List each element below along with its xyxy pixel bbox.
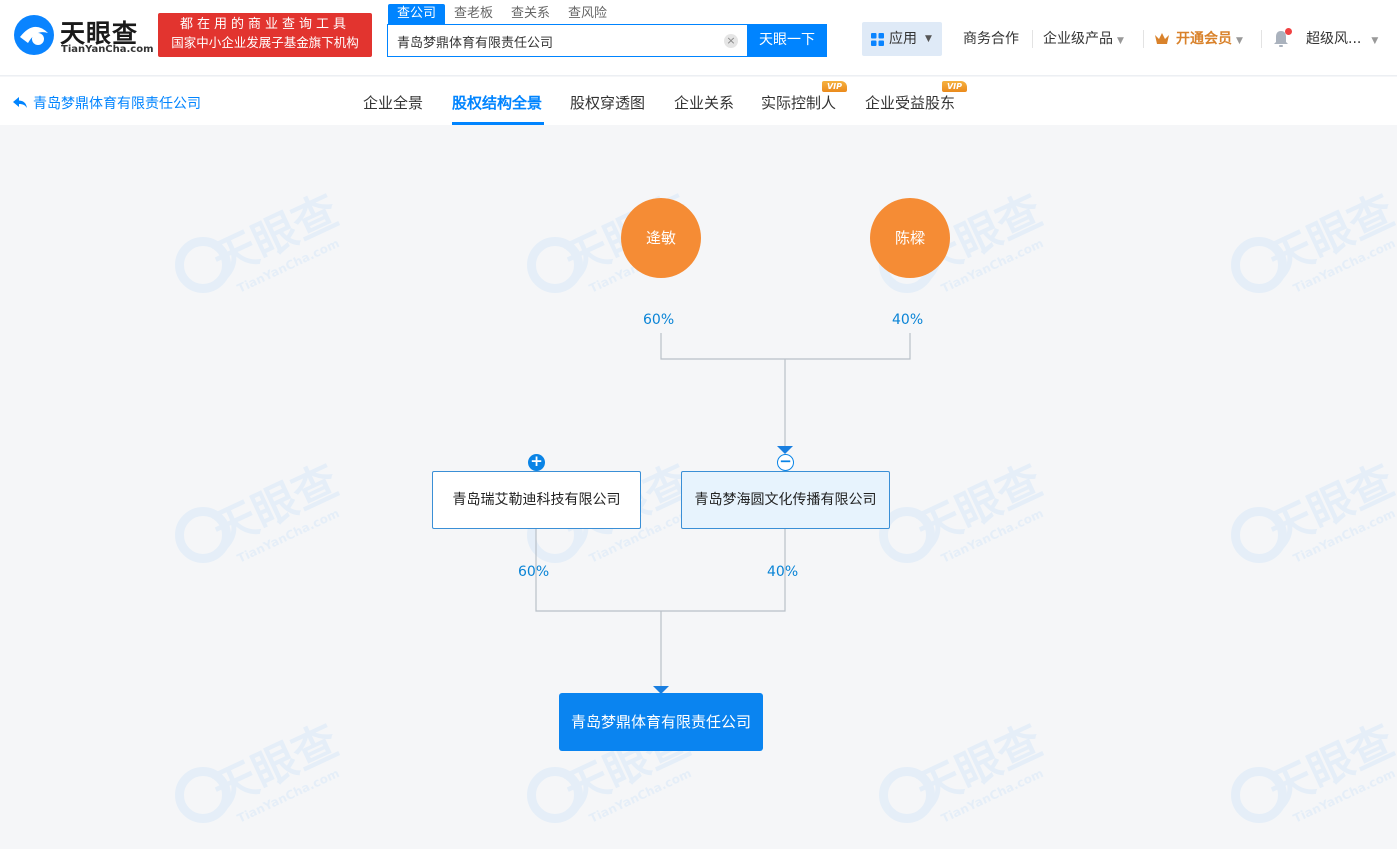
share-percentage: 40%	[892, 312, 924, 328]
shareholder-company[interactable]: 青岛瑞艾勒迪科技有限公司	[432, 471, 641, 529]
search-type-tabs: 查公司 查老板 查关系 查风险	[388, 4, 616, 24]
divider	[1032, 30, 1033, 48]
chevron-down-icon: ▼	[925, 34, 932, 44]
tab-search-relation[interactable]: 查关系	[511, 6, 551, 21]
slogan-line-2: 国家中小企业发展子基金旗下机构	[171, 35, 359, 50]
logo-text: 天眼查	[60, 19, 139, 48]
share-percentage: 60%	[643, 312, 675, 328]
open-vip-button[interactable]: 开通会员 ▼	[1176, 30, 1243, 50]
shareholder-company[interactable]: 青岛梦海圆文化传播有限公司	[681, 471, 890, 529]
search-button[interactable]: 天眼一下	[747, 24, 827, 57]
crown-icon	[1155, 33, 1169, 44]
connector-lines	[535, 333, 911, 694]
logo-eye-icon	[14, 15, 54, 55]
notification-dot	[1285, 28, 1292, 35]
tab-actual-controller[interactable]: 实际控制人	[761, 94, 837, 112]
tab-equity-structure[interactable]: 股权结构全景	[452, 94, 543, 112]
tab-search-boss[interactable]: 查老板	[454, 6, 494, 21]
share-percentage: 60%	[518, 564, 550, 580]
active-tab-indicator	[452, 122, 544, 125]
target-company[interactable]: 青岛梦鼎体育有限责任公司	[559, 693, 763, 751]
sub-navigation: 青岛梦鼎体育有限责任公司 企业全景 股权结构全景 股权穿透图 企业关系 实际控制…	[0, 77, 1397, 125]
user-menu[interactable]: 超级风... ▼	[1306, 30, 1378, 50]
collapse-icon[interactable]: −	[777, 454, 794, 471]
tab-enterprise-relations[interactable]: 企业关系	[674, 94, 735, 112]
tab-enterprise-overview[interactable]: 企业全景	[363, 94, 424, 112]
clear-icon[interactable]: ×	[724, 34, 738, 48]
logo[interactable]: 天眼查 TianYanCha.com	[12, 13, 154, 59]
tab-beneficial-owners[interactable]: 企业受益股东	[865, 94, 956, 112]
back-link[interactable]: 青岛梦鼎体育有限责任公司	[13, 93, 201, 113]
divider	[1143, 30, 1144, 48]
tab-search-company[interactable]: 查公司	[388, 4, 446, 24]
shareholder-person[interactable]: 逄敏	[621, 198, 701, 278]
nav-enterprise-products[interactable]: 企业级产品 ▼	[1043, 30, 1124, 50]
shareholder-person[interactable]: 陈樑	[870, 198, 950, 278]
tab-search-risk[interactable]: 查风险	[568, 6, 608, 21]
apps-label: 应用	[889, 31, 917, 47]
expand-icon[interactable]: +	[528, 454, 545, 471]
grid-icon	[871, 33, 884, 46]
nav-enterprise-label: 企业级产品	[1043, 31, 1113, 47]
search-input-value: 青岛梦鼎体育有限责任公司	[397, 36, 554, 51]
bell-icon[interactable]	[1272, 29, 1290, 49]
nav-business-cooperation[interactable]: 商务合作	[963, 31, 1019, 47]
share-percentage: 40%	[767, 564, 799, 580]
top-header: 天眼查 TianYanCha.com 都在用的商业查询工具 国家中小企业发展子基…	[0, 0, 1397, 76]
vip-badge: VIP	[822, 81, 847, 92]
chevron-down-icon: ▼	[1236, 36, 1243, 46]
tab-equity-penetration[interactable]: 股权穿透图	[570, 94, 646, 112]
vip-badge: VIP	[942, 81, 967, 92]
slogan-line-1: 都在用的商业查询工具	[179, 17, 350, 32]
open-vip-label: 开通会员	[1176, 31, 1232, 47]
search-input[interactable]: 青岛梦鼎体育有限责任公司 ×	[387, 24, 748, 57]
back-company-name: 青岛梦鼎体育有限责任公司	[33, 96, 201, 112]
logo-domain: TianYanCha.com	[61, 44, 154, 55]
divider	[1261, 30, 1262, 48]
chevron-down-icon: ▼	[1371, 36, 1379, 46]
chevron-down-icon: ▼	[1117, 36, 1124, 46]
back-arrow-icon	[13, 97, 27, 108]
slogan-banner: 都在用的商业查询工具 国家中小企业发展子基金旗下机构	[158, 13, 372, 57]
user-name: 超级风...	[1306, 31, 1362, 47]
apps-menu-button[interactable]: 应用 ▼	[862, 22, 942, 56]
